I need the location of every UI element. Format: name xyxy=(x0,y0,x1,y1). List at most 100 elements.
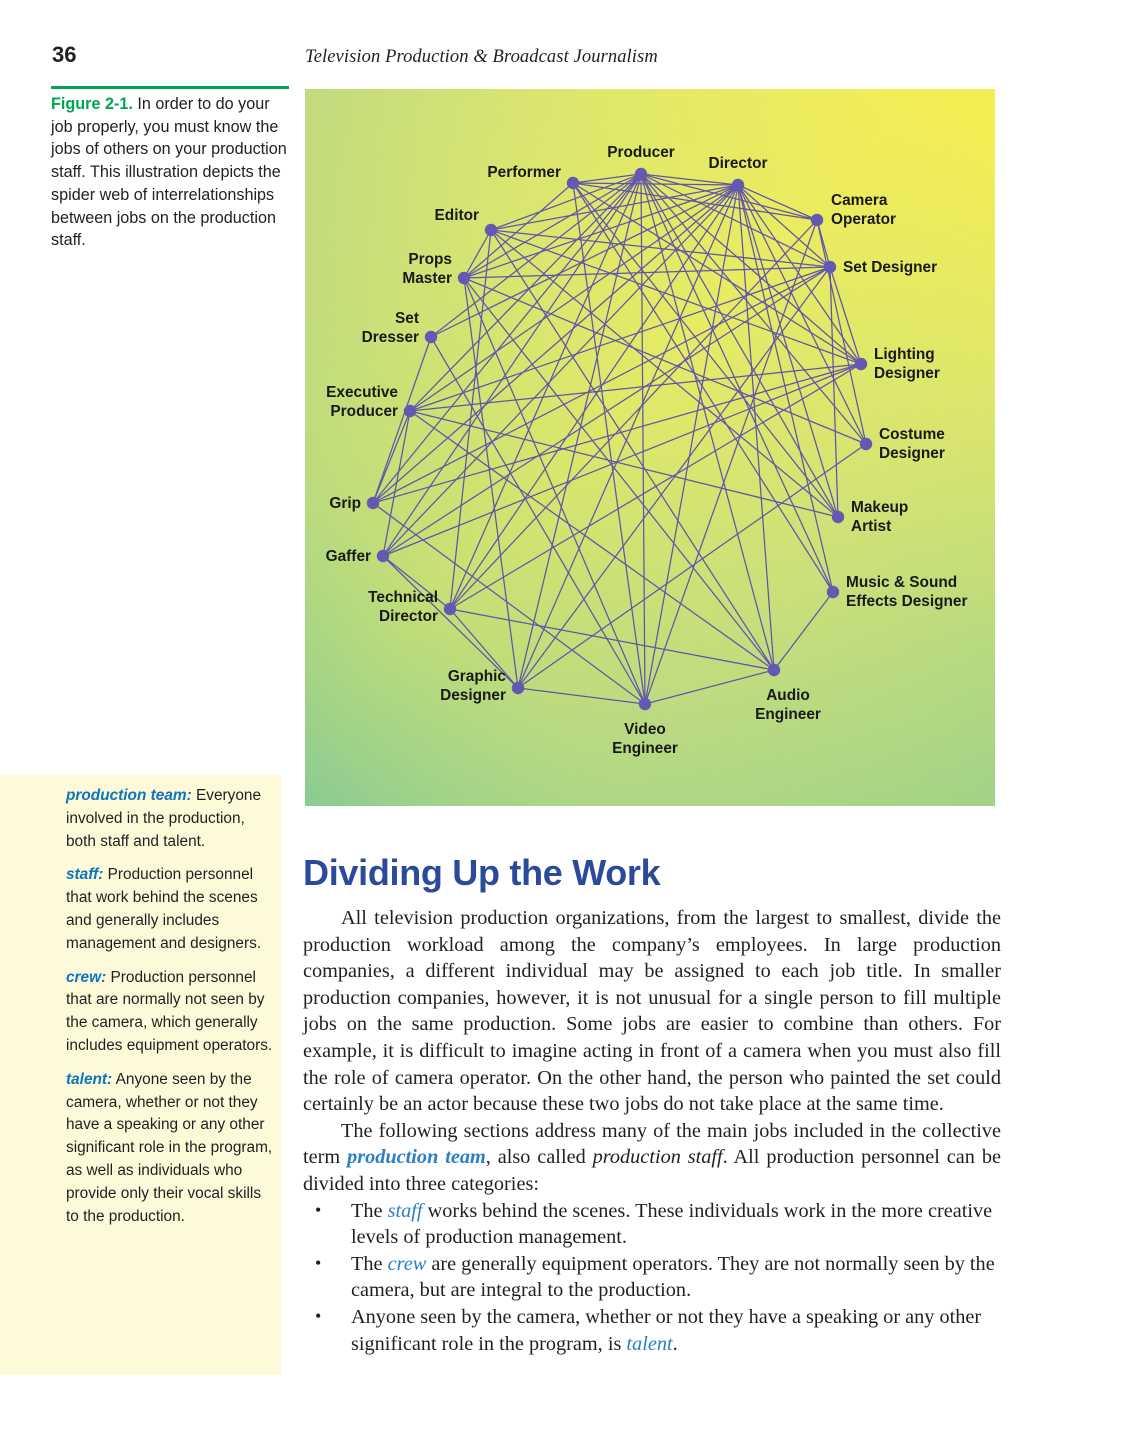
diagram-edge xyxy=(372,502,646,705)
diagram-edge xyxy=(409,410,839,518)
diagram-edge xyxy=(640,173,739,186)
para2-text-post: . All production personnel can be divide… xyxy=(303,1146,1001,1195)
diagram-node-costume-designer xyxy=(859,437,873,451)
diagram-edge xyxy=(382,555,451,610)
term-production-staff: production staff xyxy=(592,1146,723,1169)
diagram-edge xyxy=(572,182,818,221)
diagram-edge xyxy=(572,182,739,186)
diagram-edge xyxy=(829,266,862,365)
category-bullet-list: The staff works behind the scenes. These… xyxy=(303,1197,1001,1358)
glossary-definition: Production personnel that work behind th… xyxy=(66,866,262,952)
diagram-edge xyxy=(640,173,831,268)
node-label-producer: Producer xyxy=(607,144,675,161)
diagram-node-video-engineer xyxy=(638,697,652,711)
diagram-edge xyxy=(449,608,519,689)
diagram-edge xyxy=(490,229,775,671)
diagram-edge xyxy=(463,277,867,445)
diagram-edge xyxy=(409,266,831,412)
diagram-edge xyxy=(640,173,834,593)
diagram-node-graphic-designer xyxy=(511,681,525,695)
diagram-edge xyxy=(517,443,867,689)
diagram-edge xyxy=(737,184,867,445)
diagram-edge xyxy=(463,173,642,279)
node-label-set-designer: Set Designer xyxy=(843,259,937,276)
glossary-entry: crew: Production personnel that are norm… xyxy=(66,967,278,1058)
diagram-edge xyxy=(409,363,862,412)
diagram-edge xyxy=(372,266,831,504)
diagram-edge xyxy=(490,173,642,231)
diagram-node-lighting-designer xyxy=(854,357,868,371)
glossary-entry: staff: Production personnel that work be… xyxy=(66,864,278,955)
diagram-edge xyxy=(773,591,834,671)
diagram-edge xyxy=(517,173,642,689)
diagram-edge xyxy=(449,219,818,610)
node-label-director: Director xyxy=(708,155,767,172)
figure-label: Figure 2-1. xyxy=(51,95,133,113)
diagram-edge xyxy=(382,410,411,557)
diagram-node-director xyxy=(731,178,745,192)
diagram-edge xyxy=(463,277,646,705)
diagram-edge xyxy=(644,219,818,705)
glossary-term: talent: xyxy=(66,1070,113,1088)
glossary-definition: Everyone involved in the production, bot… xyxy=(66,787,261,850)
diagram-node-grip xyxy=(366,496,380,510)
diagram-node-executive-producer xyxy=(403,404,417,418)
diagram-edge xyxy=(737,184,831,268)
list-item: The crew are generally equipment operato… xyxy=(303,1250,1001,1304)
diagram-edge xyxy=(409,173,642,412)
bullet-post: are generally equipment operators. They … xyxy=(351,1252,995,1302)
glossary-definitions-list: production team: Everyone involved in th… xyxy=(66,785,278,1239)
term-crew: crew xyxy=(387,1252,427,1275)
diagram-edge xyxy=(572,173,642,184)
figure-caption-text: In order to do your job properly, you mu… xyxy=(51,95,287,250)
diagram-edge xyxy=(382,555,519,689)
list-item: Anyone seen by the camera, whether or no… xyxy=(303,1303,1001,1357)
section-heading: Dividing Up the Work xyxy=(303,852,661,893)
body-paragraph-1: All television production organizations,… xyxy=(303,907,1001,1116)
para2-text-pre: The following sections address many of t… xyxy=(303,1119,1001,1169)
diagram-edge xyxy=(737,184,818,221)
diagram-edge xyxy=(490,229,831,268)
node-label-editor: Editor xyxy=(435,207,479,224)
bullet-pre: Anyone seen by the camera, whether or no… xyxy=(351,1305,982,1355)
diagram-node-set-designer xyxy=(823,260,837,274)
node-label-gaffer: Gaffer xyxy=(326,548,371,565)
diagram-edge xyxy=(409,410,775,671)
diagram-edge xyxy=(572,182,834,593)
term-talent: talent xyxy=(626,1332,673,1355)
diagram-edge xyxy=(640,173,818,221)
diagram-edge xyxy=(430,336,646,705)
glossary-term: staff: xyxy=(66,866,104,884)
figure-caption: Figure 2-1. In order to do your job prop… xyxy=(51,93,293,252)
diagram-edge xyxy=(449,173,642,610)
glossary-term: production team: xyxy=(66,787,192,804)
diagram-node-audio-engineer xyxy=(767,663,781,677)
glossary-definition: Production personnel that are normally n… xyxy=(66,968,273,1054)
diagram-edge xyxy=(517,266,831,689)
list-item: The staff works behind the scenes. These… xyxy=(303,1197,1001,1251)
diagram-edge xyxy=(816,219,831,268)
diagram-edge xyxy=(572,182,646,705)
diagram-node-editor xyxy=(484,223,498,237)
body-column: Dividing Up the Work All television prod… xyxy=(303,853,1001,1357)
bullet-post: . xyxy=(672,1332,678,1355)
glossary-term: crew: xyxy=(66,968,107,986)
diagram-edge xyxy=(463,182,574,279)
body-paragraph-2: The following sections address many of t… xyxy=(303,1118,1001,1198)
diagram-node-music-sound xyxy=(826,585,840,599)
diagram-edge xyxy=(572,182,862,365)
glossary-entry: production team: Everyone involved in th… xyxy=(66,785,278,853)
term-staff: staff xyxy=(387,1199,423,1222)
diagram-edge xyxy=(517,687,646,705)
diagram-edge xyxy=(449,608,775,671)
diagram-edge xyxy=(463,277,775,671)
diagram-node-props-master xyxy=(457,271,471,285)
